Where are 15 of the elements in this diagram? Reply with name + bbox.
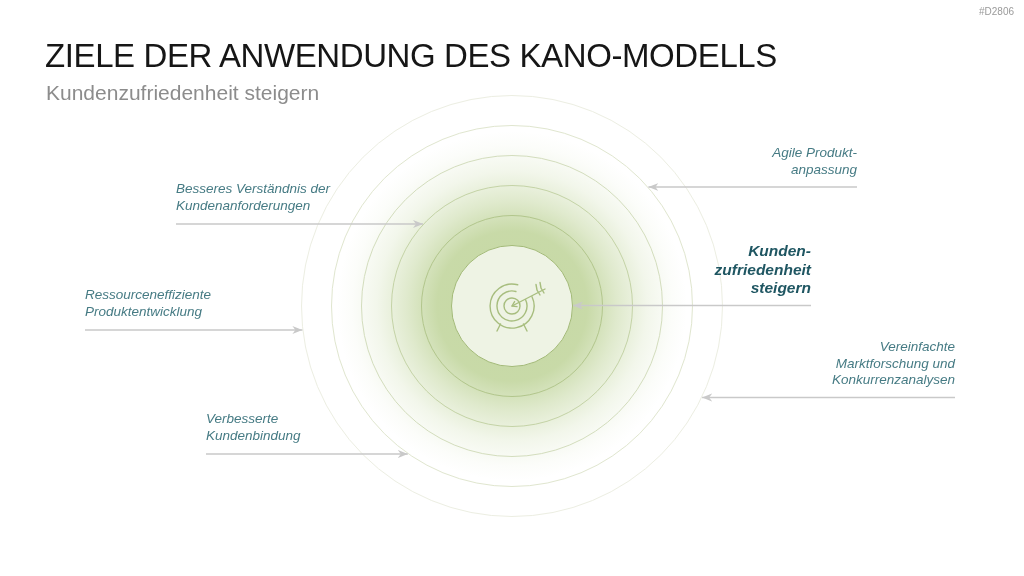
arrow [572,301,812,310]
arrow [647,183,858,191]
goal-text: Vereinfachte Marktforschung und Konkurrenzanalysen [829,339,955,398]
arrow [84,326,304,334]
goal-text: Besseres Verständnis der Kundenanforderungen [176,181,334,224]
arrow [701,393,956,402]
subtitle: Kundenzufriedenheit steigern [46,80,320,105]
arrow [205,450,409,458]
arrow [175,220,424,228]
document-code: #D2806 [978,6,1014,18]
goal-text: Agile Produkt- anpassung [765,145,857,187]
main-goal-text: Kunden- zufriedenheit steigern [711,242,811,306]
goal-text: Ressourceneffiziente Produktentwicklung [85,287,213,330]
title: ZIELE DER ANWENDUNG DES KANO-MODELLS [45,37,777,75]
goal-text: Verbesserte Kundenbindung [206,411,304,454]
